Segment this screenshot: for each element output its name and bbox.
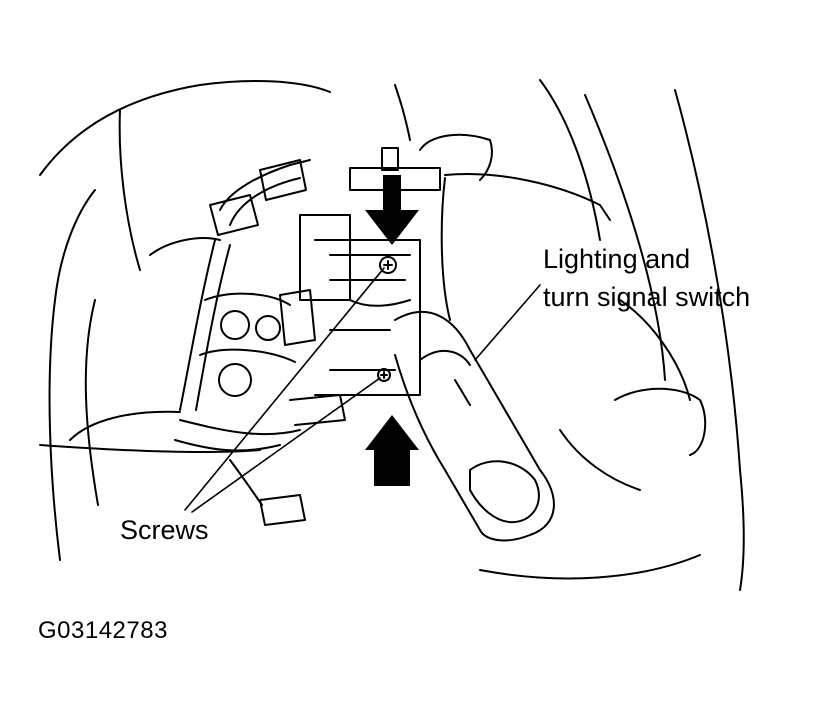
callout-switch-line1: Lighting and bbox=[543, 244, 691, 274]
figure-id: G03142783 bbox=[38, 617, 168, 644]
arrow-down-icon bbox=[365, 175, 419, 245]
column-cover bbox=[300, 85, 610, 395]
screw-upper bbox=[380, 257, 396, 273]
switch-mechanism bbox=[200, 290, 345, 425]
steering-wheel-left bbox=[40, 81, 330, 560]
leader-screws-upper bbox=[185, 268, 384, 510]
leader-lines bbox=[185, 268, 540, 512]
wiring-harness bbox=[150, 160, 310, 525]
screw-lower bbox=[378, 369, 390, 381]
leader-screws-lower bbox=[192, 378, 380, 512]
turn-signal-lever bbox=[395, 312, 554, 541]
callout-switch-line2: turn signal switch bbox=[543, 282, 751, 312]
callout-screws: Screws bbox=[120, 515, 209, 545]
steering-wheel-right bbox=[480, 80, 744, 590]
leader-switch bbox=[475, 285, 540, 360]
arrow-up-icon bbox=[365, 415, 419, 486]
